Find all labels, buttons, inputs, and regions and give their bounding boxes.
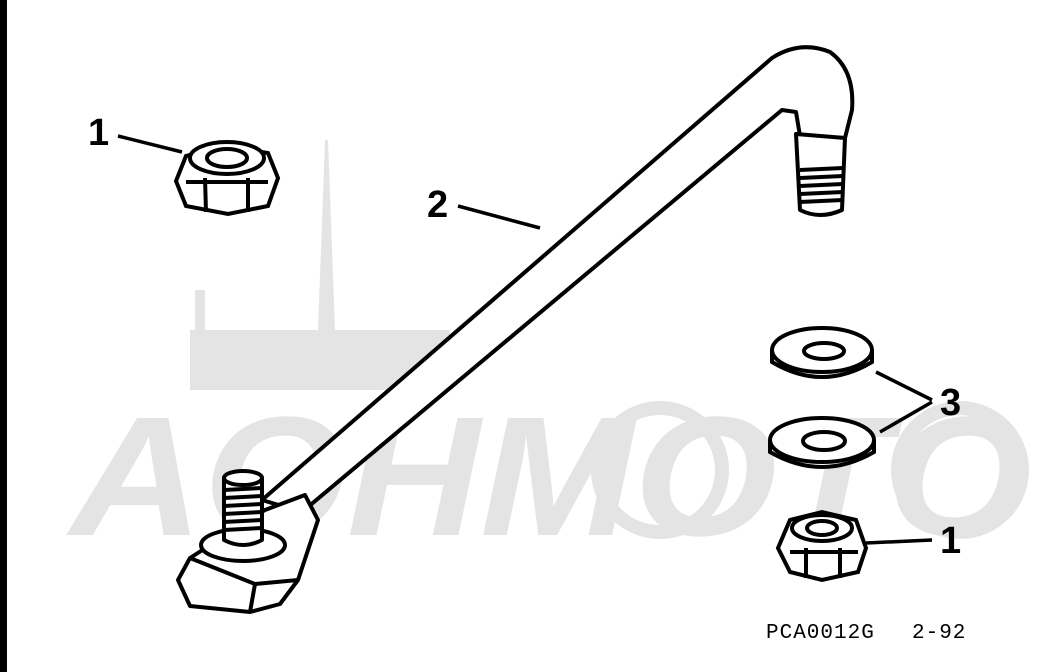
callout-rod: 2: [427, 184, 449, 226]
figure-date: 2-92: [912, 622, 967, 645]
left-border: [0, 0, 7, 672]
flange-nut-top: [173, 140, 281, 217]
leader-lines: [117, 134, 933, 545]
leader-nut-top: [117, 134, 183, 154]
leader-washer-upper: [875, 370, 933, 402]
washer-lower: [768, 416, 876, 469]
leader-nut-bottom: [865, 538, 933, 545]
callout-nut-bottom: 1: [940, 520, 962, 562]
leader-washer-lower: [879, 400, 933, 434]
figure-code: PCA0012G: [766, 622, 875, 645]
flange-nut-bottom: [775, 509, 869, 583]
washer-upper: [770, 326, 874, 379]
leader-rod: [457, 204, 541, 230]
callout-washers: 3: [940, 382, 962, 424]
callout-nut-top: 1: [88, 112, 110, 154]
link-rod: [176, 45, 855, 614]
